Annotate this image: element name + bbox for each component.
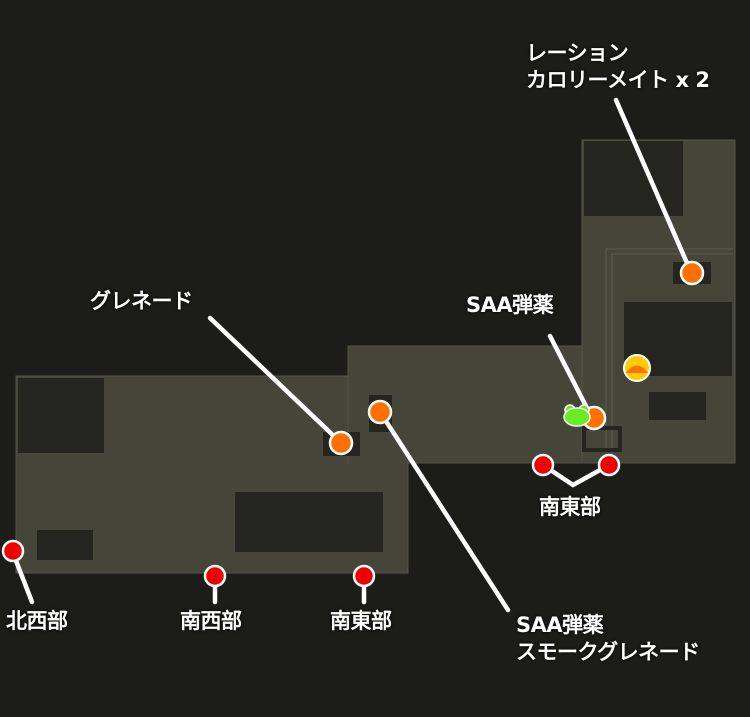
boss-icon[interactable] — [623, 354, 651, 382]
exit-marker-southeast-right-b[interactable] — [597, 453, 621, 477]
label-saa-smoke: SAA弾薬 スモークグレネード — [516, 613, 700, 664]
label-southwest: 南西部 — [180, 609, 242, 633]
label-northwest: 北西部 — [6, 609, 68, 633]
item-marker-saa-smoke[interactable] — [367, 399, 393, 425]
exit-marker-southeast-left[interactable] — [352, 564, 376, 588]
leader-lines — [10, 97, 693, 613]
obstacles — [18, 141, 732, 560]
player-frog-icon[interactable] — [563, 404, 591, 427]
item-marker-grenade[interactable] — [328, 430, 354, 456]
label-ration: レーション カロリーメイト x 2 — [526, 41, 710, 92]
exit-marker-southwest[interactable] — [203, 564, 227, 588]
label-southeast-left: 南東部 — [330, 609, 392, 633]
label-grenade: グレネード — [90, 289, 193, 313]
item-marker-ration[interactable] — [679, 260, 705, 286]
label-southeast-right: 南東部 — [539, 495, 601, 519]
exit-markers — [1, 453, 621, 588]
exit-marker-northwest[interactable] — [1, 539, 25, 563]
label-saa-ammo: SAA弾薬 — [466, 293, 554, 317]
inner-walls — [605, 248, 733, 462]
exit-marker-southeast-right-a[interactable] — [531, 453, 555, 477]
